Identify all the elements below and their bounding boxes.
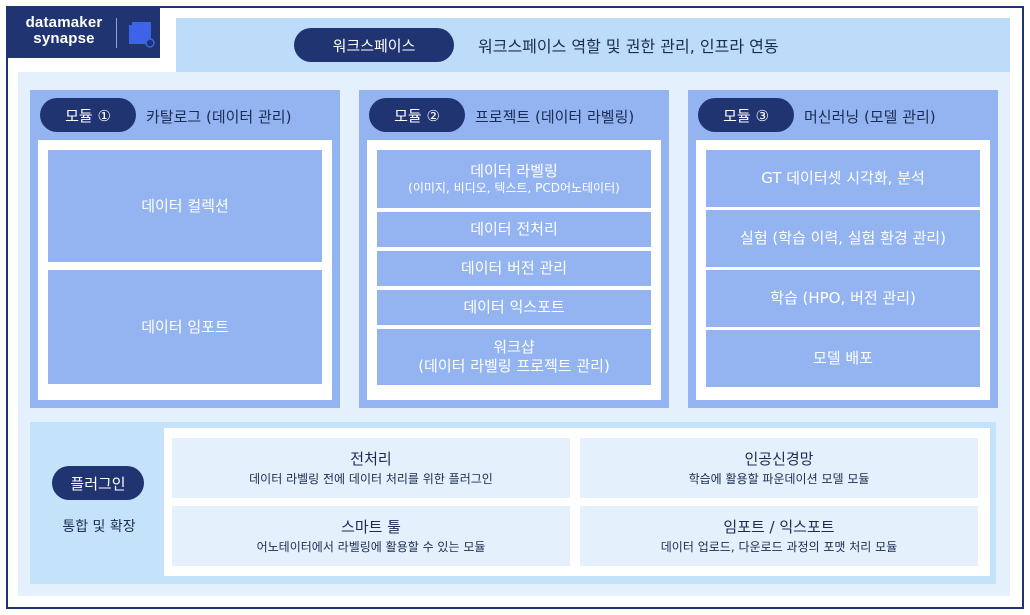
logo-divider <box>116 18 117 48</box>
workspace-badge: 워크스페이스 <box>294 28 454 62</box>
workspace-bar: 워크스페이스 워크스페이스 역할 및 권한 관리, 인프라 연동 <box>176 18 1010 72</box>
plugin-item-desc: 어노테이터에서 라벨링에 활용할 수 있는 모듈 <box>256 540 486 554</box>
plugin-subtitle: 통합 및 확장 <box>62 519 136 535</box>
module-item-title: 데이터 라벨링 <box>470 162 558 180</box>
module-item-subtitle: (이미지, 비디오, 텍스트, PCD어노테이터) <box>408 181 620 195</box>
logo-line-2: synapse <box>33 30 95 47</box>
plugin-item-title: 스마트 툴 <box>341 518 401 536</box>
plugin-item: 임포트 / 익스포트 데이터 업로드, 다운로드 과정의 포맷 처리 모듈 <box>580 506 978 566</box>
module-item: 학습 (HPO, 버전 관리) <box>706 270 980 327</box>
module-title: 머신러닝 (모델 관리) <box>804 108 936 126</box>
module-item-title: 모델 배포 <box>813 349 873 367</box>
module-item: 워크샵 (데이터 라벨링 프로젝트 관리) <box>377 329 651 385</box>
module-badge: 모듈 ① <box>40 98 136 132</box>
module-item-title: 실험 (학습 이력, 실험 환경 관리) <box>740 229 946 247</box>
module-item: 실험 (학습 이력, 실험 환경 관리) <box>706 210 980 267</box>
module-item-title: 데이터 익스포트 <box>463 298 565 316</box>
logo-mark-icon <box>125 18 155 48</box>
module-body: GT 데이터셋 시각화, 분석 실험 (학습 이력, 실험 환경 관리) 학습 … <box>696 140 990 400</box>
module-item-title: 데이터 버전 관리 <box>460 259 568 277</box>
plugin-item: 스마트 툴 어노테이터에서 라벨링에 활용할 수 있는 모듈 <box>172 506 570 566</box>
module-item: GT 데이터셋 시각화, 분석 <box>706 150 980 207</box>
module-item-title: 데이터 임포트 <box>141 317 229 336</box>
plugin-item-title: 인공신경망 <box>744 450 814 468</box>
plugin-item: 인공신경망 학습에 활용할 파운데이션 모델 모듈 <box>580 438 978 498</box>
module-item: 데이터 라벨링 (이미지, 비디오, 텍스트, PCD어노테이터) <box>377 150 651 208</box>
module-item-title: GT 데이터셋 시각화, 분석 <box>761 169 925 187</box>
module-catalog: 모듈 ① 카탈로그 (데이터 관리) 데이터 컬렉션 데이터 임포트 <box>30 90 340 408</box>
module-project: 모듈 ② 프로젝트 (데이터 라벨링) 데이터 라벨링 (이미지, 비디오, 텍… <box>359 90 669 408</box>
module-machine-learning: 모듈 ③ 머신러닝 (모델 관리) GT 데이터셋 시각화, 분석 실험 (학습… <box>688 90 998 408</box>
module-title: 프로젝트 (데이터 라벨링) <box>475 108 635 126</box>
plugin-section: 플러그인 통합 및 확장 전처리 데이터 라벨링 전에 데이터 처리를 위한 플… <box>30 422 996 584</box>
plugin-item-desc: 데이터 업로드, 다운로드 과정의 포맷 처리 모듈 <box>660 540 898 554</box>
logo-wordmark: datamaker synapse <box>18 15 110 47</box>
plugin-item-title: 전처리 <box>350 450 392 468</box>
module-item-title: 워크샵 <box>493 338 535 356</box>
plugin-item: 전처리 데이터 라벨링 전에 데이터 처리를 위한 플러그인 <box>172 438 570 498</box>
module-item-subtitle: (데이터 라벨링 프로젝트 관리) <box>418 357 610 375</box>
plugin-item-desc: 학습에 활용할 파운데이션 모델 모듈 <box>688 472 870 486</box>
module-title: 카탈로그 (데이터 관리) <box>146 108 292 126</box>
plugin-item-desc: 데이터 라벨링 전에 데이터 처리를 위한 플러그인 <box>249 472 493 486</box>
module-item-title: 데이터 전처리 <box>470 220 558 238</box>
module-item: 데이터 컬렉션 <box>48 150 322 262</box>
workspace-description: 워크스페이스 역할 및 권한 관리, 인프라 연동 <box>478 37 779 56</box>
module-badge: 모듈 ③ <box>698 98 794 132</box>
logo-line-1: datamaker <box>25 14 103 31</box>
logo: datamaker synapse <box>8 8 160 58</box>
plugin-item-title: 임포트 / 익스포트 <box>723 518 835 536</box>
module-item: 데이터 버전 관리 <box>377 251 651 286</box>
module-item: 모델 배포 <box>706 330 980 387</box>
module-body: 데이터 라벨링 (이미지, 비디오, 텍스트, PCD어노테이터) 데이터 전처… <box>367 140 661 400</box>
module-item: 데이터 전처리 <box>377 212 651 247</box>
module-item: 데이터 임포트 <box>48 270 322 384</box>
module-body: 데이터 컬렉션 데이터 임포트 <box>38 140 332 400</box>
module-item: 데이터 익스포트 <box>377 290 651 325</box>
module-badge: 모듈 ② <box>369 98 465 132</box>
module-item-title: 데이터 컬렉션 <box>141 196 229 215</box>
plugin-badge: 플러그인 <box>52 466 144 500</box>
plugin-body: 전처리 데이터 라벨링 전에 데이터 처리를 위한 플러그인 인공신경망 학습에… <box>164 428 990 576</box>
module-item-title: 학습 (HPO, 버전 관리) <box>770 289 916 307</box>
